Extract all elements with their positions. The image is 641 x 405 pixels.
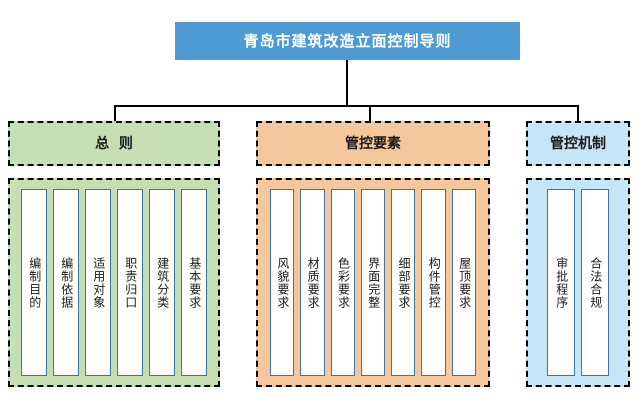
diagram-title-text: 青岛市建筑改造立面控制导则 [243, 31, 452, 50]
leaf-label: 合法合规 [588, 256, 603, 309]
connector-branch-elements [369, 105, 371, 122]
section-header-elements[interactable]: 管控要素 [256, 121, 490, 166]
diagram-title-node: 青岛市建筑改造立面控制导则 [175, 22, 520, 60]
section-body-general: 编制目的 编制依据 适用对象 职责归口 建筑分类 基本要求 [8, 178, 220, 387]
leaf-item-general-5[interactable]: 建筑分类 [149, 189, 175, 376]
leaf-item-elements-2[interactable]: 材质要求 [300, 189, 325, 376]
leaf-label: 审批程序 [554, 256, 569, 309]
leaf-item-mechanism-1[interactable]: 审批程序 [547, 189, 575, 376]
leaf-item-elements-4[interactable]: 界面完整 [360, 189, 386, 376]
leaf-item-general-2[interactable]: 编制依据 [53, 189, 79, 376]
leaf-label: 色彩要求 [336, 256, 351, 309]
leaf-item-general-1[interactable]: 编制目的 [21, 189, 47, 376]
leaf-label: 编制目的 [27, 256, 42, 309]
leaf-label: 界面完整 [366, 256, 381, 309]
leaf-label: 屋顶要求 [457, 256, 472, 309]
leaf-item-elements-6[interactable]: 构件管控 [421, 189, 446, 376]
connector-trunk-vertical [346, 60, 348, 107]
leaf-label: 建筑分类 [155, 256, 170, 309]
section-header-mechanism-label: 管控机制 [550, 135, 606, 152]
section-header-general-label: 总 则 [95, 135, 133, 152]
section-header-elements-label: 管控要素 [345, 135, 401, 152]
leaf-label: 编制依据 [59, 256, 74, 309]
connector-branch-mechanism [577, 105, 579, 122]
leaf-item-elements-7[interactable]: 屋顶要求 [451, 189, 476, 376]
section-body-elements: 风貌要求 材质要求 色彩要求 界面完整 细部要求 构件管控 屋顶要求 [256, 178, 490, 387]
leaf-item-general-4[interactable]: 职责归口 [117, 189, 143, 376]
leaf-label: 材质要求 [306, 256, 321, 309]
leaf-label: 构件管控 [427, 256, 442, 309]
connector-branch-general [114, 105, 116, 122]
leaf-item-elements-5[interactable]: 细部要求 [391, 189, 416, 376]
section-header-mechanism[interactable]: 管控机制 [526, 121, 630, 166]
leaf-item-elements-3[interactable]: 色彩要求 [330, 189, 355, 376]
leaf-label: 职责归口 [123, 256, 138, 309]
leaf-label: 基本要求 [187, 256, 202, 309]
leaf-item-general-6[interactable]: 基本要求 [181, 189, 207, 376]
leaf-label: 风貌要求 [275, 256, 290, 309]
leaf-item-elements-1[interactable]: 风貌要求 [270, 189, 295, 376]
section-header-general[interactable]: 总 则 [8, 121, 220, 166]
connector-horizontal-bus [114, 105, 579, 107]
leaf-item-mechanism-2[interactable]: 合法合规 [581, 189, 609, 376]
leaf-label: 适用对象 [91, 256, 106, 309]
leaf-label: 细部要求 [397, 256, 411, 309]
section-body-mechanism: 审批程序 合法合规 [526, 178, 630, 387]
leaf-item-general-3[interactable]: 适用对象 [85, 189, 111, 376]
